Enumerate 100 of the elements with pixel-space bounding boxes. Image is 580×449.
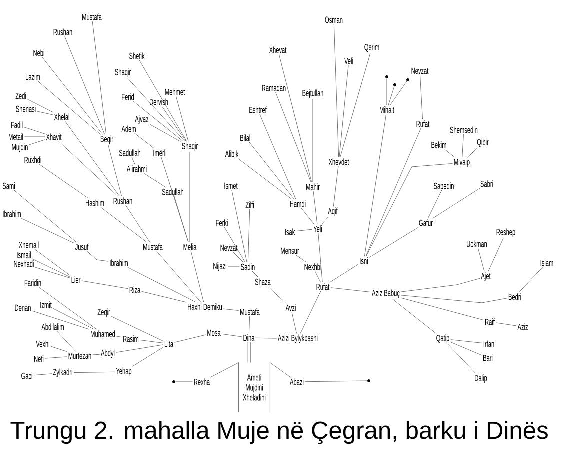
connector-line <box>223 308 240 311</box>
name-label: Haxhi Demiku <box>188 304 222 310</box>
name-label: Bejtullah <box>302 90 324 98</box>
name-label: Muhamed <box>91 330 116 338</box>
connector-line <box>24 127 46 134</box>
name-label: Ramadan <box>262 84 286 92</box>
connector-line <box>176 96 189 142</box>
connector-line <box>150 124 181 142</box>
name-label: Abazi <box>290 378 304 386</box>
name-label: Ferid <box>122 94 134 100</box>
name-label: Xhelal <box>54 114 70 120</box>
name-label: Mustafa <box>82 14 102 20</box>
connector-line <box>248 209 250 263</box>
connector-line <box>64 36 106 135</box>
connector-line <box>428 190 442 219</box>
connector-line <box>364 114 387 257</box>
connector-line <box>32 310 90 330</box>
connector-line <box>34 374 52 376</box>
connector-line <box>37 111 54 116</box>
connector-line <box>304 380 368 382</box>
name-label: Sabedin <box>434 182 454 190</box>
connector-line <box>100 207 148 243</box>
name-label: Nijazi <box>214 262 226 272</box>
name-label: Nexhadi <box>14 260 34 268</box>
name-label: Dina <box>244 334 255 342</box>
connector-line <box>39 164 89 199</box>
bracket-box: Ameti Mujdini Xheladini <box>238 362 270 412</box>
name-label: Shenasi <box>16 106 36 112</box>
connector-line <box>140 340 164 344</box>
name-label: Rushan <box>54 28 72 36</box>
name-label: Lazim <box>26 74 40 80</box>
connector-line <box>315 271 321 283</box>
name-label: Veli <box>344 58 354 64</box>
name-label: Nefi <box>34 356 44 362</box>
connector-line <box>27 99 54 113</box>
connector-line <box>44 356 68 359</box>
connector-line <box>14 190 77 243</box>
connector-line <box>116 344 164 353</box>
connector-line <box>369 227 419 258</box>
connector-line <box>32 258 70 278</box>
name-label: Avzi <box>286 304 296 312</box>
name-label: Xhemail <box>19 242 39 248</box>
connector-line <box>330 288 372 293</box>
connector-line <box>250 342 251 364</box>
connector-line <box>462 134 464 158</box>
name-label: Qerim <box>364 44 380 52</box>
connector-line <box>392 299 436 334</box>
name-label: Isak <box>285 228 296 236</box>
connector-line <box>108 145 122 197</box>
connector-line <box>312 99 314 183</box>
connector-line <box>256 338 278 339</box>
connector-line <box>301 208 315 225</box>
connector-line <box>400 298 484 321</box>
connector-line <box>322 217 328 225</box>
connector-line <box>233 252 244 263</box>
connector-line <box>388 86 395 106</box>
connector-line <box>210 362 240 378</box>
connector-line <box>450 342 482 356</box>
connector-line <box>386 78 388 106</box>
connector-line <box>450 340 482 344</box>
connector-line <box>162 106 187 142</box>
connector-line <box>128 78 186 142</box>
connector-line <box>142 291 187 303</box>
connector-line <box>228 266 240 268</box>
connector-line <box>247 342 248 364</box>
connector-line <box>144 173 166 188</box>
name-label: Ajet <box>481 272 491 282</box>
name-label: Shaza <box>255 278 271 286</box>
name-label: Nevzat <box>220 244 238 252</box>
connector-line <box>238 158 292 200</box>
connector-line <box>252 271 259 278</box>
name-label: Ruxhdi <box>24 156 42 164</box>
connector-line <box>126 205 150 243</box>
name-label: Osman <box>325 16 343 24</box>
connector-line <box>420 75 423 120</box>
connector-line <box>519 267 544 293</box>
name-label: Ismail <box>17 252 31 258</box>
connector-line <box>467 148 478 158</box>
name-label: Ferki <box>216 220 228 226</box>
name-label: Sabri <box>480 180 494 188</box>
connector-line <box>156 251 202 303</box>
name-label: Rushan <box>114 198 132 204</box>
name-label: Dervish <box>150 98 168 106</box>
connector-line <box>58 141 118 197</box>
name-label: Aziz Babuç <box>372 290 400 298</box>
name-label: Shaqir <box>115 68 131 78</box>
name-label: Mihait <box>380 106 394 114</box>
name-label: Fadil <box>11 122 23 128</box>
name-label: Islam <box>540 260 554 266</box>
name-label: Isni <box>360 258 368 264</box>
name-label: Gafur <box>419 220 433 226</box>
name-label: Rufat <box>416 120 430 128</box>
name-label: Mustafa <box>240 308 260 316</box>
name-label: Alirahmi <box>126 166 147 172</box>
connector-line <box>139 60 188 142</box>
name-label: Abdilalim <box>42 324 64 330</box>
name-label: Uokman <box>467 240 488 248</box>
connector-line <box>400 295 508 304</box>
name-label: Aziz <box>518 324 528 330</box>
name-label: Adem <box>122 126 136 132</box>
